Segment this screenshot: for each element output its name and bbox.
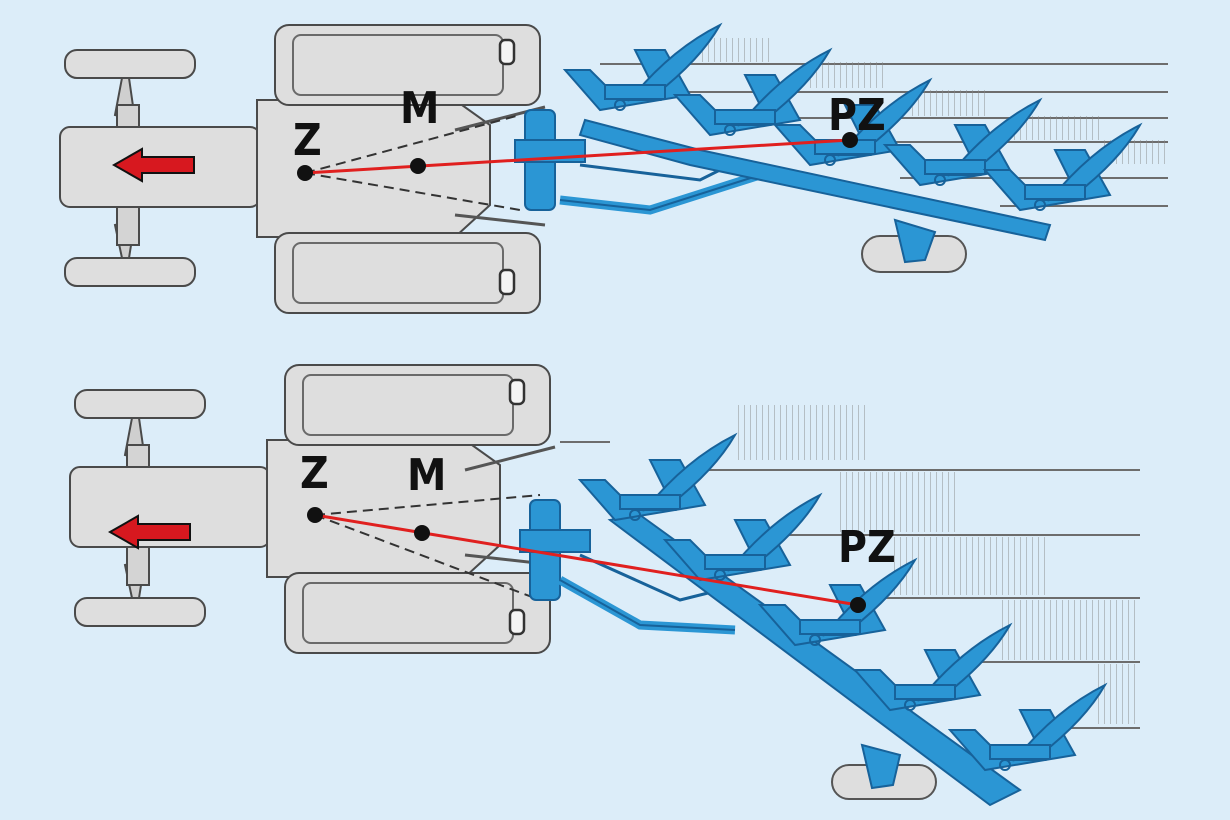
furrow-pattern — [560, 405, 1140, 729]
point-m — [414, 525, 430, 541]
line-of-draft — [314, 513, 859, 607]
label-z: Z — [300, 448, 329, 499]
label-z: Z — [293, 115, 322, 166]
line-of-draft — [304, 138, 851, 175]
plough-icon — [519, 434, 1106, 807]
point-z — [307, 507, 323, 523]
label-pz: PZ — [828, 90, 886, 141]
label-pz: PZ — [838, 522, 896, 573]
plough-icon — [514, 24, 1141, 273]
point-pz — [850, 597, 866, 613]
label-m: M — [407, 450, 446, 501]
top-diagram: Z M PZ — [58, 23, 1168, 315]
point-m — [410, 158, 426, 174]
point-z — [297, 165, 313, 181]
point-pz — [842, 132, 858, 148]
label-m: M — [400, 83, 439, 134]
bottom-diagram: Z M PZ — [68, 363, 1140, 807]
